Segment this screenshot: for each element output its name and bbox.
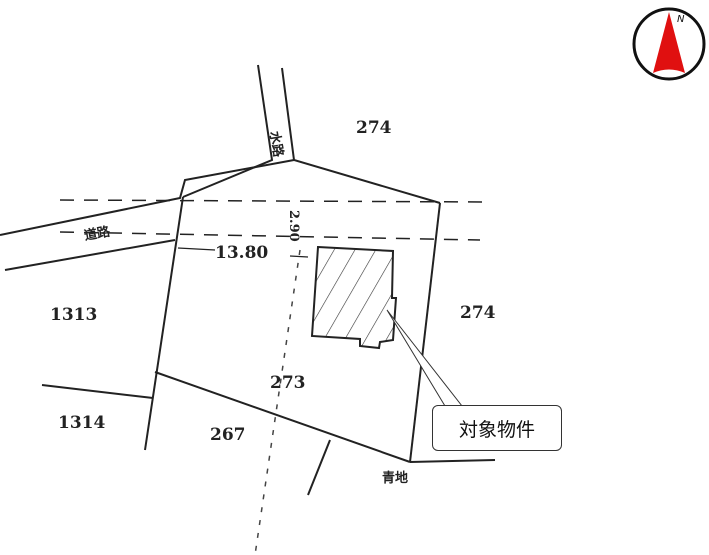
parcel-label-267: 267	[210, 425, 246, 445]
boundary-267	[307, 439, 331, 496]
parcel-label-274-top: 274	[356, 118, 392, 138]
parcel-label-273: 273	[270, 373, 306, 393]
north-arrow-compass: N	[632, 7, 706, 81]
dashed-line-upper	[59, 199, 486, 203]
boundary-east	[409, 459, 496, 463]
dimension-width: 13.80	[215, 243, 268, 263]
parcel-273-west-boundary	[144, 196, 184, 451]
road-boundary-upper	[0, 159, 295, 236]
green-land-label: 青地	[382, 470, 408, 486]
target-building[interactable]	[310, 245, 398, 350]
dimension-line-left	[177, 247, 216, 251]
boundary-1313-1314	[41, 384, 154, 399]
north-arrow-icon	[653, 12, 685, 73]
dimension-setback: 2.90	[286, 210, 301, 242]
parcel-label-1314: 1314	[58, 413, 105, 433]
dashed-line-lower	[59, 231, 481, 241]
parcel-273-east-boundary	[409, 202, 441, 463]
road-boundary-lower	[4, 239, 176, 271]
waterway-right-edge	[281, 67, 441, 204]
parcel-label-274-right: 274	[460, 303, 496, 323]
waterway-left-edge	[182, 64, 274, 198]
road-label: 道路	[83, 223, 112, 243]
parcel-label-1313: 1313	[50, 305, 97, 325]
north-label: N	[677, 14, 685, 25]
dimension-line-right	[289, 255, 309, 258]
dashed-line-vertical	[254, 249, 301, 555]
parcel-273-south-boundary	[154, 371, 411, 463]
target-property-callout: 対象物件	[432, 405, 562, 451]
waterway-label: 水路	[266, 130, 286, 159]
callout-pointer	[386, 309, 464, 407]
